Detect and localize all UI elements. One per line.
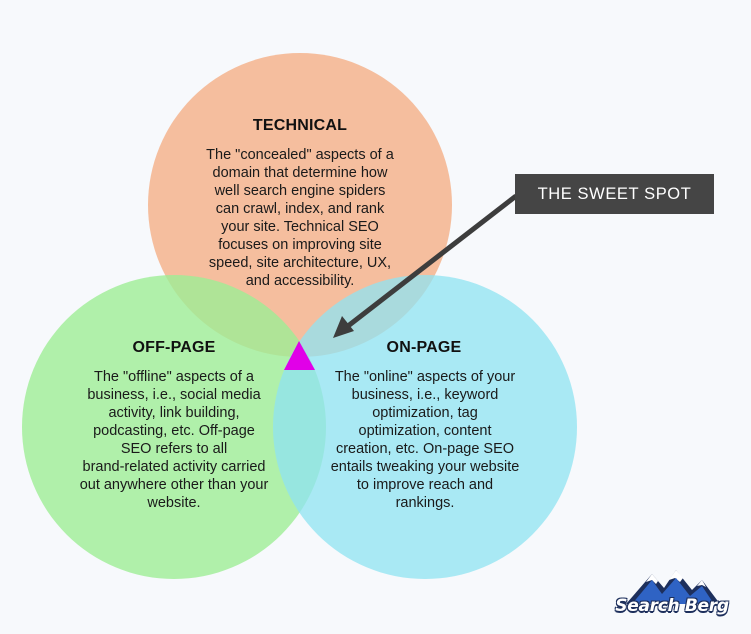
sweet-spot-callout: THE SWEET SPOT xyxy=(515,174,714,214)
on-page-description: The "online" aspects of your business, i… xyxy=(300,368,550,512)
text-line: domain that determine how xyxy=(212,165,388,181)
off-page-description: The "offline" aspects of a business, i.e… xyxy=(49,368,299,512)
text-line: brand-related activity carried xyxy=(82,459,266,475)
off-page-title: OFF-PAGE xyxy=(132,339,216,356)
text-line: can crawl, index, and rank xyxy=(215,201,385,217)
text-line: focuses on improving site xyxy=(218,237,382,253)
logo-wordmark: Search Berg xyxy=(615,596,729,616)
text-line: speed, site architecture, UX, xyxy=(208,255,392,271)
text-line: business, i.e., keyword xyxy=(351,387,499,403)
text-line: website. xyxy=(147,495,201,511)
text-line: business, i.e., social media xyxy=(87,387,261,403)
text-line: creation, etc. On-page SEO xyxy=(335,441,515,457)
text-line: activity, link building, xyxy=(108,405,240,421)
text-line: The "offline" aspects of a xyxy=(94,369,254,385)
on-page-circle xyxy=(273,275,577,579)
mountain-icon xyxy=(626,570,720,604)
sweet-spot-triangle xyxy=(284,341,315,370)
search-berg-logo: Search Berg xyxy=(612,566,732,622)
text-line: entails tweaking your website xyxy=(330,459,520,475)
text-line: optimization, content xyxy=(358,423,492,439)
text-line: podcasting, etc. Off-page xyxy=(93,423,255,439)
arrow-head xyxy=(333,316,354,338)
text-line: to improve reach and xyxy=(356,477,494,493)
text-line: The "concealed" aspects of a xyxy=(206,147,394,163)
technical-circle xyxy=(148,53,452,357)
technical-description: The "concealed" aspects of a domain that… xyxy=(175,146,425,290)
arrow-line xyxy=(346,194,518,328)
technical-title: TECHNICAL xyxy=(252,117,348,134)
text-line: well search engine spiders xyxy=(214,183,386,199)
text-line: rankings. xyxy=(395,495,455,511)
text-line: and accessibility. xyxy=(245,273,355,289)
on-page-title: ON-PAGE xyxy=(386,339,462,356)
text-line: optimization, tag xyxy=(372,405,478,421)
off-page-circle xyxy=(22,275,326,579)
text-line: The "online" aspects of your xyxy=(334,369,516,385)
text-line: your site. Technical SEO xyxy=(221,219,379,235)
text-line: SEO refers to all xyxy=(120,441,228,457)
sweet-spot-label: THE SWEET SPOT xyxy=(537,184,692,203)
text-line: out anywhere other than your xyxy=(79,477,269,493)
